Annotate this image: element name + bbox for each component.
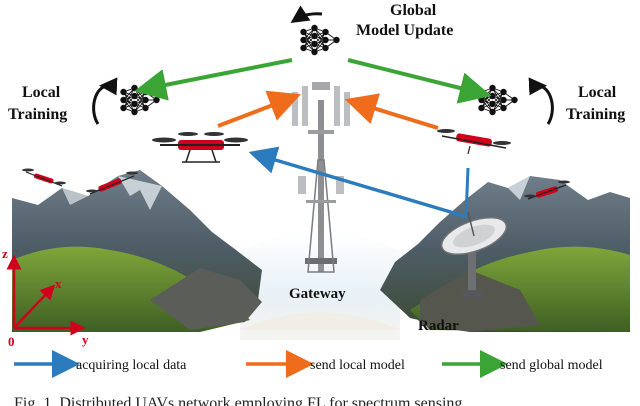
arrow-radar-to-uav xyxy=(248,146,465,218)
arrow-global-to-right xyxy=(347,58,492,104)
local-training-right-line2: Training xyxy=(566,106,625,123)
local-training-left-line2: Training xyxy=(8,106,67,123)
uav-small-1 xyxy=(22,168,66,187)
local-training-left-line1: Local xyxy=(22,84,61,101)
arrow-left-uav-to-tower xyxy=(217,90,301,128)
legend-label-local: send local model xyxy=(310,358,405,373)
global-update-label-line2: Model Update xyxy=(356,22,453,39)
coordinate-axes: z x y 0 xyxy=(2,246,89,349)
rotate-arrow-right xyxy=(528,77,554,125)
axis-z-label: z xyxy=(2,246,8,261)
neural-network-icon-right xyxy=(478,84,518,116)
legend-label-acquiring: acquiring local data xyxy=(76,358,187,373)
uav-main-right xyxy=(437,129,511,155)
radar-mast-line xyxy=(464,167,470,219)
rotate-arrow-global xyxy=(290,5,323,24)
axis-x-label: x xyxy=(55,276,62,291)
figure-caption: Fig. 1. Distributed UAVs network employi… xyxy=(14,395,466,406)
arrow-global-to-left xyxy=(134,58,293,101)
axis-y-label: y xyxy=(82,332,89,347)
uav-main-left xyxy=(152,132,248,163)
neural-network-icon-left xyxy=(120,84,160,116)
radar-dish xyxy=(440,211,508,298)
neural-network-icon-global xyxy=(300,24,340,56)
legend: acquiring local data send local model se… xyxy=(14,350,603,378)
rotate-arrow-left xyxy=(92,77,118,125)
legend-label-global: send global model xyxy=(500,358,603,373)
uav-small-3 xyxy=(524,180,570,200)
gateway-label: Gateway xyxy=(289,286,346,302)
radar-label: Radar xyxy=(418,318,459,334)
uav-small-2 xyxy=(86,171,138,195)
local-training-right-line1: Local xyxy=(578,84,617,101)
global-update-label-line1: Global xyxy=(390,2,437,19)
landscape xyxy=(12,170,630,340)
arrow-right-uav-to-tower xyxy=(344,93,439,130)
axis-origin-label: 0 xyxy=(8,334,15,349)
